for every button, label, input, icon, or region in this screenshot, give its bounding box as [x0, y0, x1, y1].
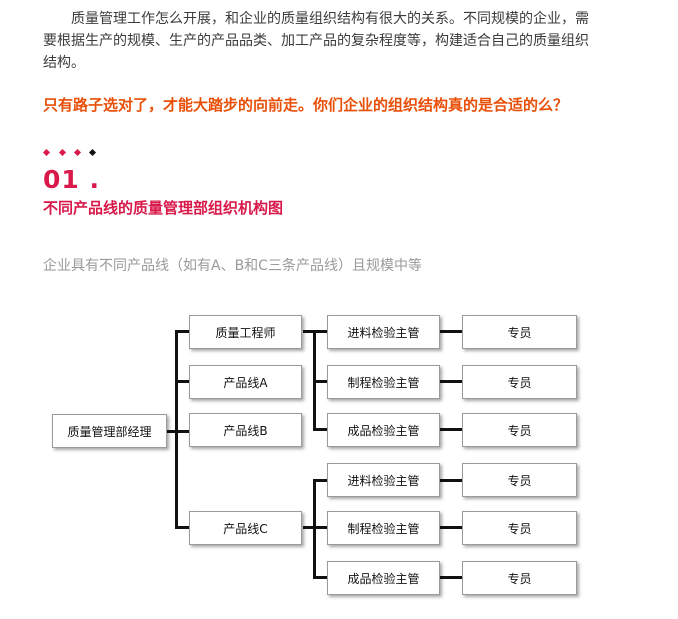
org-node-supervisor: 成品检验主管 [327, 561, 440, 595]
connector-line [313, 380, 327, 383]
org-node-supervisor: 制程检验主管 [327, 365, 440, 399]
org-node-supervisor: 进料检验主管 [327, 463, 440, 497]
org-node-level1: 质量工程师 [189, 315, 302, 349]
connector-line [440, 380, 462, 383]
connector-line [313, 479, 316, 579]
connector-line [313, 479, 327, 482]
org-node-supervisor: 进料检验主管 [327, 315, 440, 349]
connector-line [166, 430, 176, 433]
org-node-staff: 专员 [462, 561, 577, 595]
section-number: 01 . [43, 165, 100, 194]
org-node-supervisor: 成品检验主管 [327, 413, 440, 447]
section-title: 不同产品线的质量管理部组织机构图 [43, 199, 284, 217]
connector-line [313, 576, 327, 579]
section-description: 企业具有不同产品线（如有A、B和C三条产品线）且规模中等 [43, 258, 422, 274]
connector-line [175, 330, 189, 333]
org-node-staff: 专员 [462, 413, 577, 447]
connector-line [440, 576, 462, 579]
connector-line [313, 428, 327, 431]
org-node-staff: 专员 [462, 315, 577, 349]
org-node-root: 质量管理部经理 [52, 414, 167, 448]
connector-line [313, 526, 327, 529]
org-node-level1: 产品线C [189, 511, 302, 545]
connector-line [440, 428, 462, 431]
connector-line [175, 380, 189, 383]
org-node-level1: 产品线A [189, 365, 302, 399]
org-node-staff: 专员 [462, 365, 577, 399]
connector-line [440, 479, 462, 482]
connector-line [175, 526, 189, 529]
connector-line [440, 330, 462, 333]
org-node-staff: 专员 [462, 463, 577, 497]
connector-line [175, 330, 178, 529]
org-node-staff: 专员 [462, 511, 577, 545]
org-node-level1: 产品线B [189, 413, 302, 447]
connector-line [313, 330, 327, 333]
connector-line [175, 430, 189, 433]
connector-line [440, 526, 462, 529]
intro-paragraph: 质量管理工作怎么开展，和企业的质量组织结构有很大的关系。不同规模的企业，需要根据… [43, 11, 589, 71]
connector-line [303, 330, 315, 333]
connector-line [303, 526, 315, 529]
org-node-supervisor: 制程检验主管 [327, 511, 440, 545]
highlight-question: 只有路子选对了，才能大踏步的向前走。你们企业的组织结构真的是合适的么？ [43, 96, 569, 114]
